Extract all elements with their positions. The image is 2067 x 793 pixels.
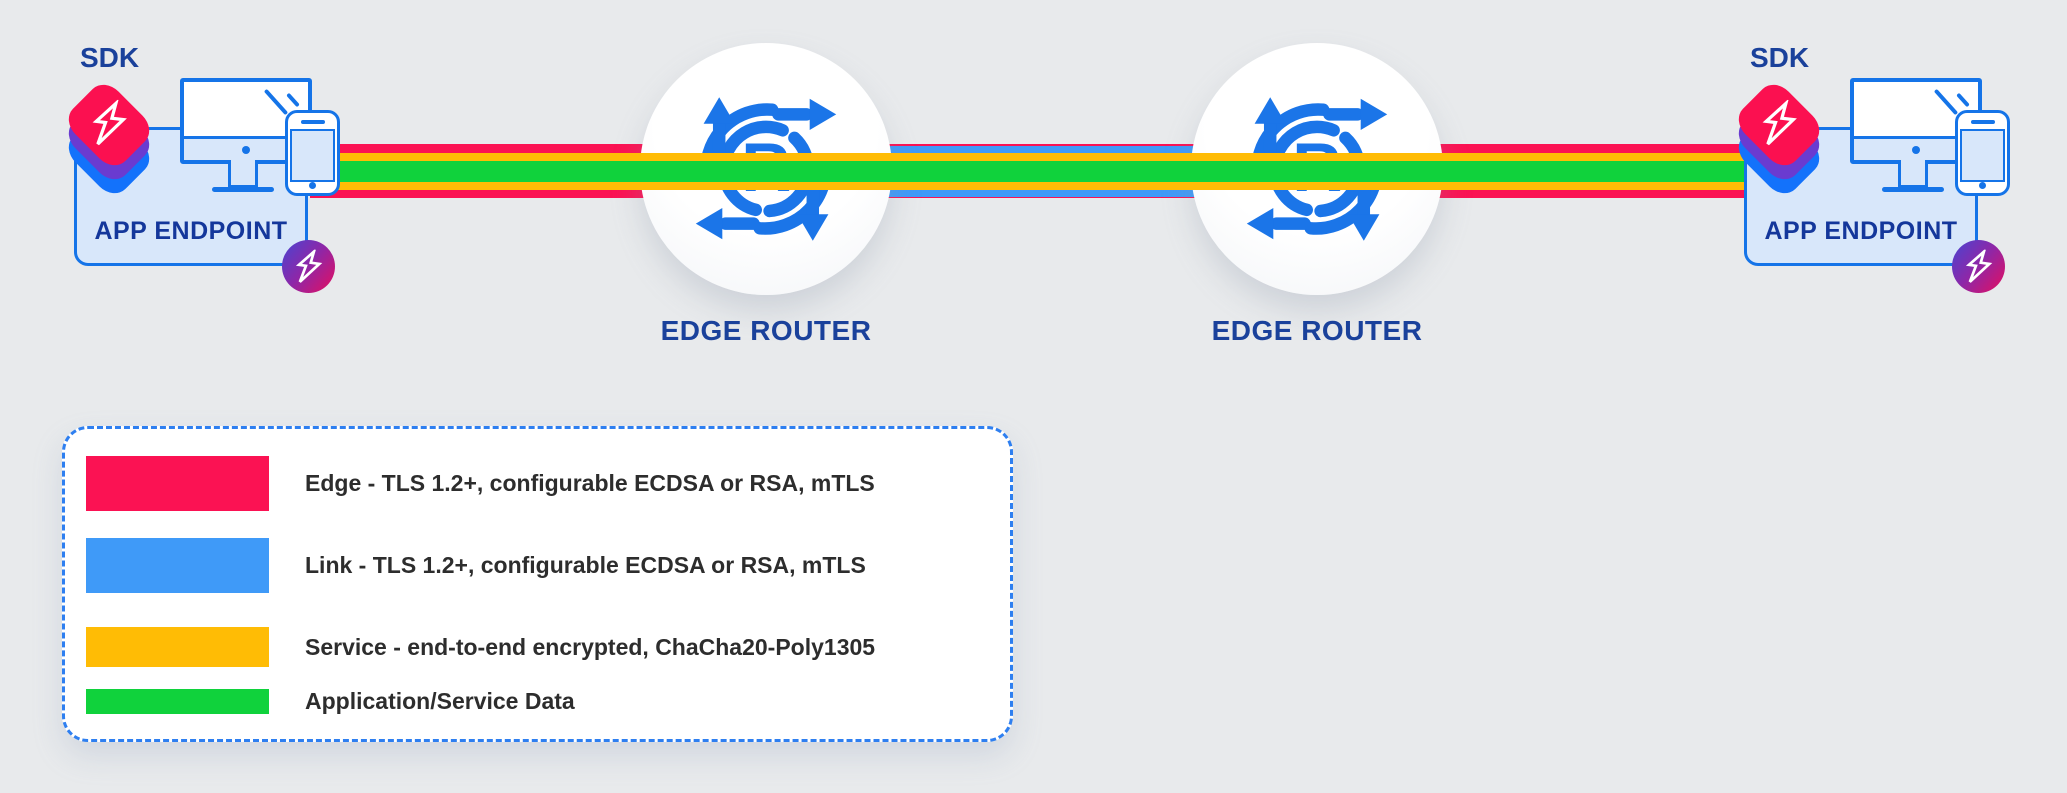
legend-box: Edge - TLS 1.2+, configurable ECDSA or R…: [62, 426, 1013, 742]
app-endpoint-box: [1744, 127, 1978, 266]
monitor-bezel: [1854, 136, 1978, 160]
phone-icon: [1955, 110, 2010, 196]
monitor-dot: [1912, 146, 1920, 154]
edge-router-right-label: EDGE ROUTER: [1211, 315, 1423, 346]
sdk-layer-blue: [61, 105, 157, 201]
signal-line-icon: [263, 88, 289, 116]
sdk-layer-red: [61, 77, 157, 173]
monitor-dot: [242, 146, 250, 154]
signal-line-icon: [286, 92, 300, 108]
monitor-icon: [180, 78, 312, 164]
legend-label-edge: Edge - TLS 1.2+, configurable ECDSA or R…: [305, 470, 875, 496]
legend-swatch-link: [86, 538, 269, 593]
monitor-bezel: [184, 136, 308, 160]
monitor-stand-base: [1882, 187, 1944, 192]
sdk-label: SDK: [1750, 42, 1810, 73]
ziti-bolt-icon: [1965, 247, 1993, 283]
legend-row-link: Link - TLS 1.2+, configurable ECDSA or R…: [86, 538, 980, 593]
monitor-stand-base: [212, 187, 274, 192]
sdk-label: SDK: [80, 42, 140, 73]
app-endpoint-box: [74, 127, 308, 266]
phone-speaker: [1970, 120, 1995, 124]
signal-line-icon: [1956, 92, 1970, 108]
legend-row-service: Service - end-to-end encrypted, ChaCha20…: [86, 627, 980, 667]
edge-router-left-label: EDGE ROUTER: [660, 315, 872, 346]
monitor-stand: [1898, 160, 1928, 188]
legend-row-application-data: Application/Service Data: [86, 688, 980, 714]
signal-line-icon: [1933, 88, 1959, 116]
legend-swatch-edge: [86, 456, 269, 511]
monitor-icon: [1850, 78, 1982, 164]
phone-speaker: [300, 120, 325, 124]
ziti-badge-icon: [282, 240, 335, 293]
phone-screen: [1959, 129, 2005, 182]
legend-row-edge: Edge - TLS 1.2+, configurable ECDSA or R…: [86, 456, 980, 511]
ziti-bolt-icon: [92, 98, 127, 146]
ziti-badge-icon: [1952, 240, 2005, 293]
ziti-bolt-icon: [295, 247, 323, 283]
legend-swatch-application-data: [86, 689, 269, 714]
app-endpoint-label: APP ENDPOINT: [1764, 217, 1958, 245]
ziti-bolt-icon: [1762, 98, 1797, 146]
legend-label-service: Service - end-to-end encrypted, ChaCha20…: [305, 633, 876, 660]
sdk-layer-blue: [1731, 105, 1827, 201]
monitor-stand: [228, 160, 258, 188]
sdk-layer-purple: [61, 91, 157, 187]
app-endpoint-right: SDK APP ENDPOINT: [1670, 0, 2067, 793]
legend-label-link: Link - TLS 1.2+, configurable ECDSA or R…: [305, 552, 866, 578]
phone-home-button: [1979, 182, 1986, 189]
legend-label-application-data: Application/Service Data: [305, 688, 575, 714]
app-endpoint-label: APP ENDPOINT: [94, 217, 288, 245]
sdk-layer-purple: [1731, 91, 1827, 187]
legend-swatch-service: [86, 627, 269, 667]
application-data-stripe: [310, 161, 1744, 182]
sdk-layer-red: [1731, 77, 1827, 173]
